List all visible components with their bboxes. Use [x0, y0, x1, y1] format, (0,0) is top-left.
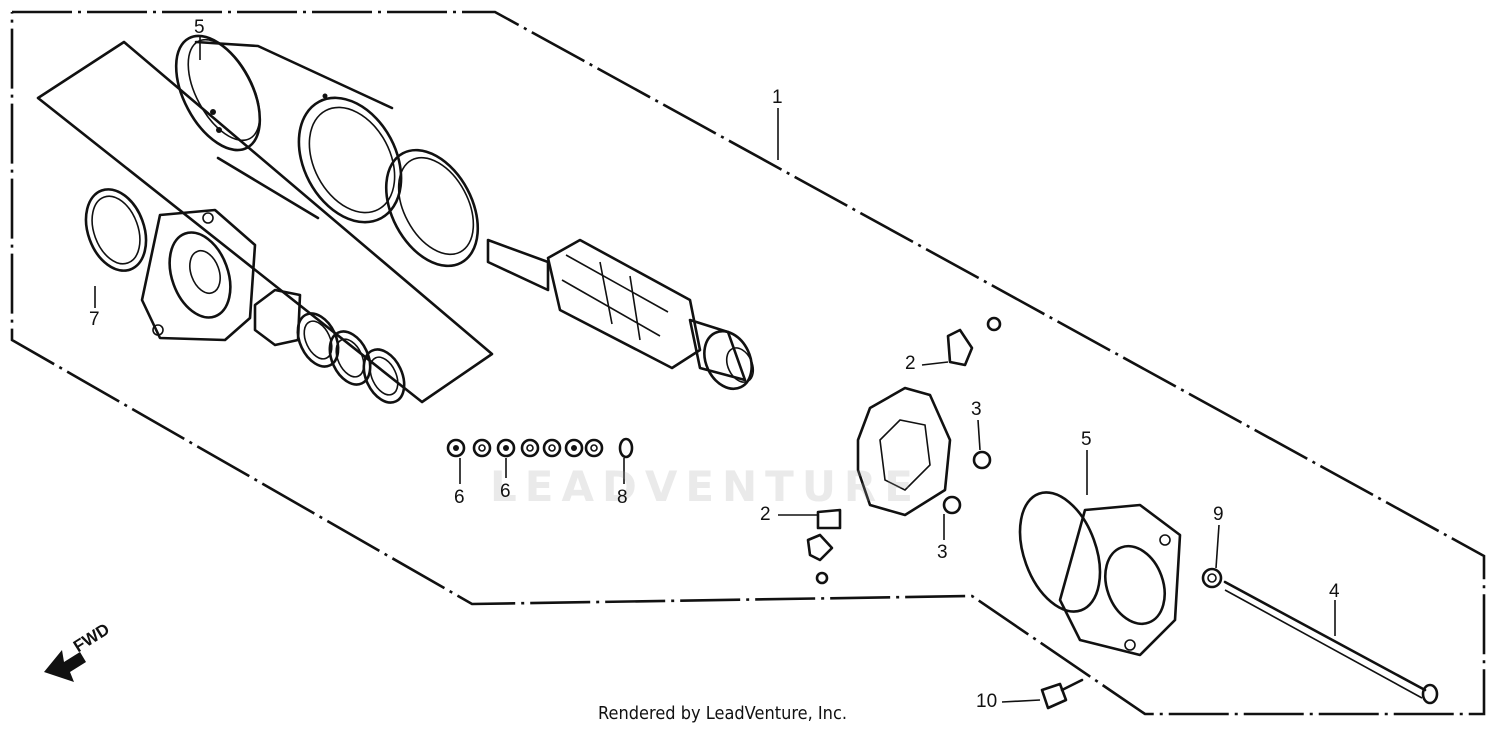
- armature: [486, 238, 755, 391]
- callout-6-left: 6: [454, 487, 465, 508]
- callout-7: 7: [89, 309, 100, 330]
- callout-2-lower: 2: [760, 504, 771, 525]
- brush-upper: [946, 316, 1002, 367]
- callout-5-left: 5: [194, 17, 205, 38]
- callout-3-lower: 3: [937, 542, 948, 563]
- rear-cover: [1018, 491, 1182, 657]
- brush-lower: [806, 508, 842, 585]
- callout-8: 8: [617, 487, 628, 508]
- watermark: LEADVENTURE: [490, 462, 921, 511]
- callout-4: 4: [1329, 581, 1340, 602]
- leader-lines: [94, 36, 1336, 703]
- callout-10: 10: [976, 691, 998, 712]
- shim-set: [253, 288, 406, 404]
- nut-9: [1201, 567, 1223, 589]
- fwd-arrow-icon: [44, 650, 86, 682]
- callout-2-upper: 2: [905, 353, 916, 374]
- through-bolt: [1223, 580, 1439, 705]
- callout-6-right: 6: [500, 481, 511, 502]
- credit-text: Rendered by LeadVenture, Inc.: [598, 703, 848, 724]
- motor-yoke: [174, 34, 403, 224]
- brush-holder: [856, 386, 952, 517]
- assembly-outline: [10, 10, 1486, 716]
- brush-springs: [942, 450, 992, 515]
- callout-5-right: 5: [1081, 429, 1092, 450]
- callout-1: 1: [772, 87, 783, 108]
- front-cover: [140, 208, 257, 342]
- washer-row: [446, 437, 634, 459]
- bolt-10: [1040, 678, 1084, 710]
- callout-9: 9: [1213, 504, 1224, 525]
- callout-3-upper: 3: [971, 399, 982, 420]
- o-ring-7: [84, 188, 148, 272]
- magnet-ring: [384, 148, 480, 268]
- seal-kit-box: [36, 40, 494, 404]
